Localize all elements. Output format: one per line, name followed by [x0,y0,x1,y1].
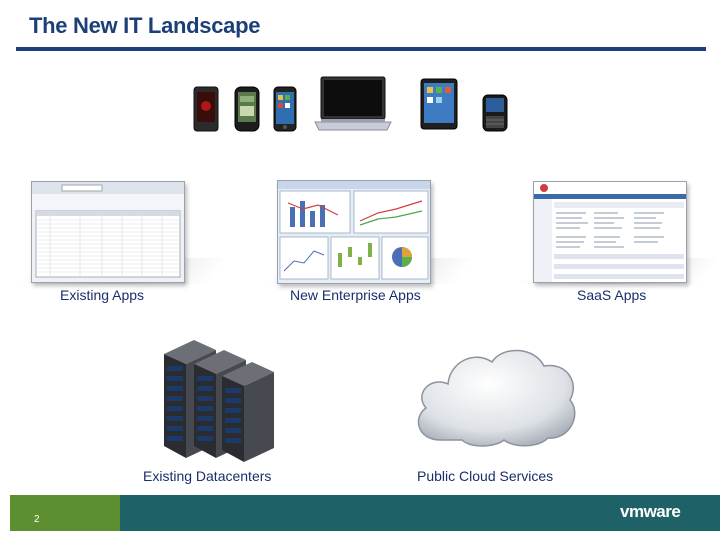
title-rule [16,47,706,51]
enterprise-apps-screenshot [277,180,431,284]
vmware-logo: vmware [620,502,681,521]
footer-bar [10,495,720,531]
caption-existing-datacenters: Existing Datacenters [143,468,272,484]
cloud-icon [417,349,576,447]
server-rack-icon [164,340,274,462]
footer-accent [10,495,120,531]
laptop-icon [314,76,392,131]
caption-new-enterprise-apps: New Enterprise Apps [290,287,421,303]
ipad-icon [420,78,458,130]
iphone-icon [273,86,297,132]
slide-title: The New IT Landscape [29,13,261,38]
page-number: 2 [34,514,40,525]
palm-phone-icon [234,86,260,132]
caption-saas-apps: SaaS Apps [577,287,647,303]
existing-apps-screenshot [31,181,185,283]
saas-apps-screenshot [533,181,687,283]
caption-existing-apps: Existing Apps [60,287,145,303]
blackberry-icon [482,94,508,132]
android-phone-icon [193,86,219,132]
caption-public-cloud: Public Cloud Services [417,468,554,484]
